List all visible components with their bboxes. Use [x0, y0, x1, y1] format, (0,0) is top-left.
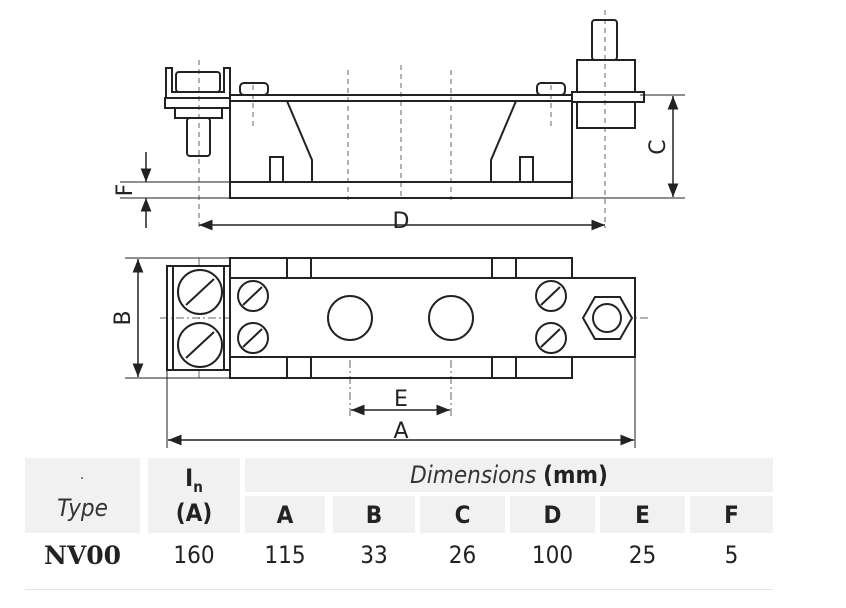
right-terminal: [571, 19, 645, 129]
row-current: 160: [173, 541, 215, 569]
dimensions-unit: (mm): [543, 461, 608, 489]
top-view: [125, 257, 648, 448]
type-header-cell: . Type: [25, 458, 140, 533]
type-header: Type: [57, 493, 108, 522]
technical-drawing: D E A C F B: [111, 10, 685, 448]
row-type: NV00: [43, 540, 122, 570]
dim-label-e: E: [394, 387, 408, 412]
dim-label-c: C: [646, 139, 671, 154]
dim-label-b: B: [111, 310, 136, 325]
row-c: 26: [448, 541, 477, 569]
dim-label-f: F: [113, 184, 138, 197]
dimensions-header-cell: Dimensions (mm): [245, 458, 773, 492]
dim-label-d: D: [393, 209, 410, 234]
row-f: 5: [724, 541, 739, 569]
col-header-b: B: [333, 496, 415, 533]
left-terminal: [164, 67, 231, 157]
table-bottom-rule: [25, 589, 773, 590]
col-header-e: E: [600, 496, 685, 533]
row-e: 25: [628, 541, 657, 569]
dim-label-a: A: [393, 419, 408, 444]
type-mark: .: [80, 466, 85, 483]
side-view: [120, 10, 685, 231]
row-d: 100: [531, 541, 574, 569]
dimensions-header: Dimensions: [410, 461, 537, 489]
col-header-c: C: [420, 496, 505, 533]
current-header-cell: In (A): [148, 458, 240, 533]
current-header: In: [185, 463, 203, 496]
col-header-f: F: [690, 496, 773, 533]
row-b: 33: [360, 541, 388, 569]
current-unit: (A): [175, 499, 213, 528]
col-header-a: A: [245, 496, 325, 533]
col-header-d: D: [510, 496, 595, 533]
row-a: 115: [264, 541, 306, 569]
